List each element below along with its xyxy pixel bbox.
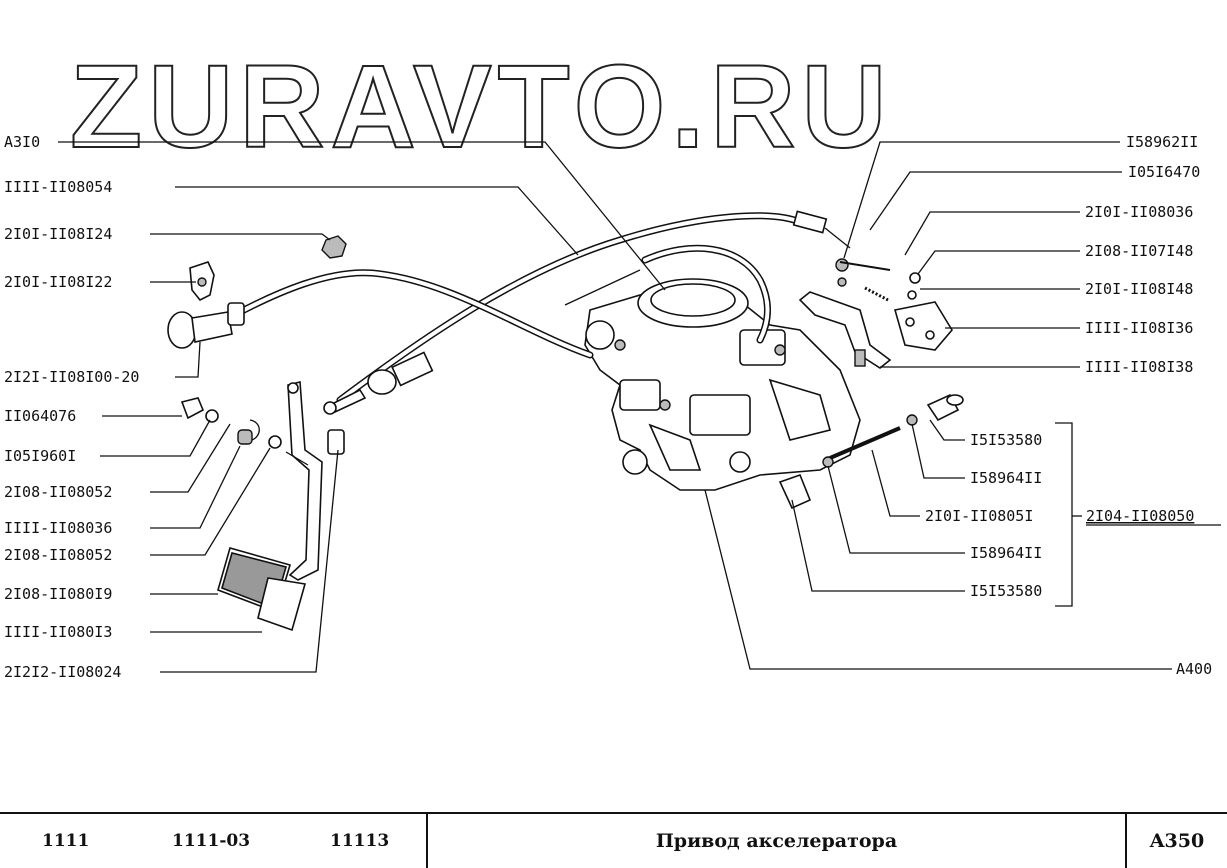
callout-label: I05I6470 bbox=[1128, 163, 1200, 181]
title-block: 1111 1111-03 11113 Привод акселератора A… bbox=[0, 812, 1227, 868]
callout-label: 2I0I-II0805I bbox=[925, 507, 1033, 525]
throttle-rod bbox=[778, 393, 964, 510]
callout-label: 2I0I-II08I24 bbox=[4, 225, 112, 243]
callout-label: IIII-II080I3 bbox=[4, 623, 112, 641]
callout-label: 2I0I-II08I48 bbox=[1085, 280, 1193, 298]
callout-label: 2I08-II07I48 bbox=[1085, 242, 1193, 260]
carburetor-assembly bbox=[584, 278, 861, 491]
callout-label: II064076 bbox=[4, 407, 76, 425]
callout-label: I58964II bbox=[970, 544, 1042, 562]
accelerator-cable bbox=[323, 210, 851, 415]
assembly-label: 2I04-II08050 bbox=[1086, 507, 1194, 525]
hood-release-cable bbox=[167, 244, 771, 359]
callout-label: 2I2I-II08I00-20 bbox=[4, 368, 139, 386]
callout-label: 2I0I-II08036 bbox=[1085, 203, 1193, 221]
callout-label: 2I08-II080I9 bbox=[4, 585, 112, 603]
callout-label: I58962II bbox=[1126, 133, 1198, 151]
callout-label: 2I08-II08052 bbox=[4, 483, 112, 501]
callout-label: A400 bbox=[1176, 660, 1212, 678]
callout-label: A3I0 bbox=[4, 133, 40, 151]
callout-label: IIII-II08I36 bbox=[1085, 319, 1193, 337]
accelerator-pedal bbox=[217, 380, 323, 632]
throttle-bracket bbox=[798, 258, 953, 369]
sheet-title: Привод акселератора bbox=[655, 830, 898, 852]
leader-lines bbox=[58, 141, 1172, 673]
callout-label: IIII-II08054 bbox=[4, 178, 112, 196]
sheet-code: A350 bbox=[1149, 830, 1205, 852]
callout-label: I05I960I bbox=[4, 447, 76, 465]
divider bbox=[1125, 814, 1127, 868]
divider bbox=[426, 814, 428, 868]
watermark-text: ZURAVTO.RU bbox=[70, 41, 893, 173]
callouts-right: I58962II I05I6470 2I0I-II08036 2I08-II07… bbox=[925, 133, 1221, 678]
callout-label: IIII-II08036 bbox=[4, 519, 112, 537]
callout-label: 2I08-II08052 bbox=[4, 546, 112, 564]
callout-label: 2I0I-II08I22 bbox=[4, 273, 112, 291]
callout-label: 2I2I2-II08024 bbox=[4, 663, 121, 681]
small-hardware bbox=[180, 235, 347, 455]
callout-label: I58964II bbox=[970, 469, 1042, 487]
callout-label: I5I53580 bbox=[970, 582, 1042, 600]
model-2: 1111-03 bbox=[172, 831, 251, 851]
callouts-left: A3I0 IIII-II08054 2I0I-II08I24 2I0I-II08… bbox=[4, 133, 139, 681]
callout-label: IIII-II08I38 bbox=[1085, 358, 1193, 376]
callout-label: I5I53580 bbox=[970, 431, 1042, 449]
model-1: 1111 bbox=[42, 831, 90, 851]
model-3: 11113 bbox=[330, 831, 390, 851]
